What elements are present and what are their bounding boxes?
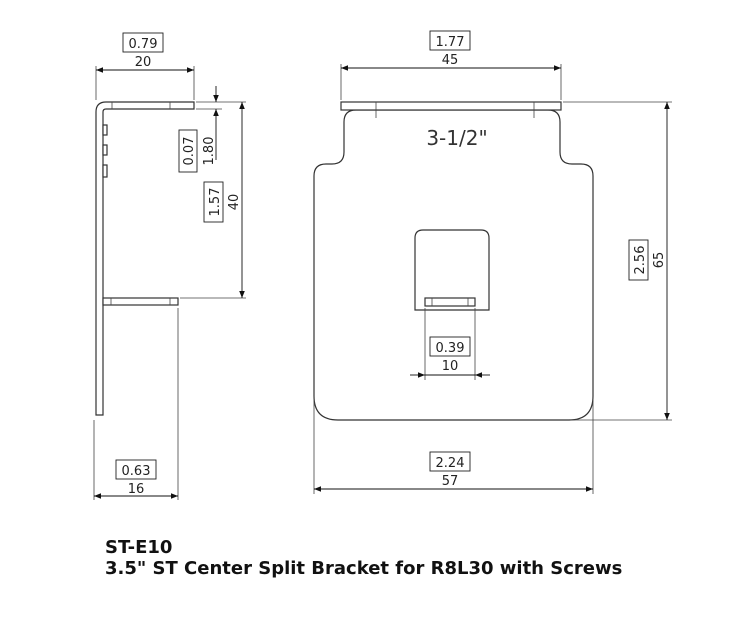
dim-side-height-inch: 1.57 <box>208 188 223 217</box>
dim-side-bottom-inch: 0.63 <box>122 464 151 479</box>
dim-side-bottom-mm: 16 <box>128 482 145 497</box>
dim-side-top-inch: 0.79 <box>129 37 158 52</box>
front-view-slot <box>414 229 490 311</box>
dim-front-top-mm: 45 <box>442 53 459 68</box>
front-view-top-flange <box>340 101 562 111</box>
front-view-slot-tab <box>424 297 476 307</box>
dim-side-thickness-inch: 0.07 <box>182 137 197 166</box>
dim-front-bottom-inch: 2.24 <box>436 456 465 471</box>
dim-front-bottom-mm: 57 <box>442 474 459 489</box>
dim-side-top-mm: 20 <box>135 55 152 70</box>
part-description: 3.5" ST Center Split Bracket for R8L30 w… <box>105 558 623 579</box>
side-view-plate <box>95 101 195 416</box>
bracket-size-stamp: 3-1/2" <box>426 126 487 150</box>
part-number: ST-E10 <box>105 537 173 558</box>
dim-front-top-inch: 1.77 <box>436 35 465 50</box>
caption: ST-E10 3.5" ST Center Split Bracket for … <box>105 537 622 579</box>
dim-slot-inch: 0.39 <box>436 341 465 356</box>
dim-side-height-mm: 40 <box>227 194 242 211</box>
side-view-bottom-flange <box>102 297 179 306</box>
front-view: 3-1/2" 1.77 45 2.56 65 0.39 10 <box>313 30 672 494</box>
dim-front-height-mm: 65 <box>652 252 667 269</box>
side-view: 0.79 20 0.07 1.80 1.57 40 0.63 16 <box>93 32 246 500</box>
dim-front-height-inch: 2.56 <box>633 246 648 275</box>
dim-side-thickness-mm: 1.80 <box>202 137 217 166</box>
dim-slot-mm: 10 <box>442 359 459 374</box>
